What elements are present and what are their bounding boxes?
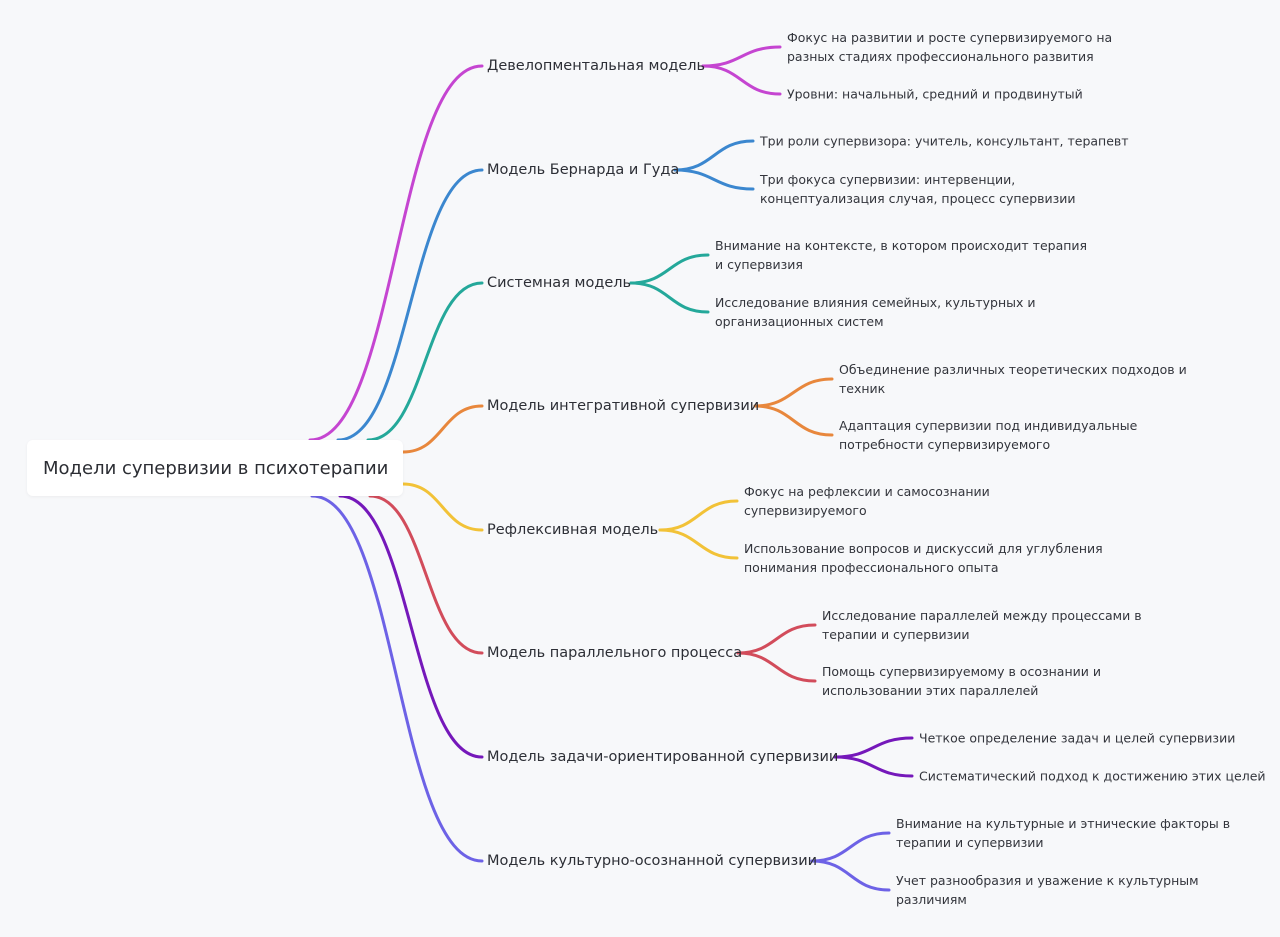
leaf-connector: [833, 755, 914, 778]
leaf-node[interactable]: Фокус на развитии и росте супервизируемо…: [787, 28, 1112, 66]
leaf-connector: [629, 253, 710, 285]
leaf-node[interactable]: Адаптация супервизии под индивидуальные п…: [839, 416, 1137, 454]
leaf-node[interactable]: Внимание на контексте, в котором происхо…: [715, 236, 1087, 274]
root-connector: [336, 168, 484, 442]
leaf-text-line: техник: [839, 381, 886, 396]
branch-label[interactable]: Рефлексивная модель: [487, 522, 659, 538]
leaf-text-line: концептуализация случая, процесс суперви…: [760, 191, 1076, 206]
leaf-connector: [736, 651, 817, 683]
branch-label[interactable]: Модель Бернарда и Гуда: [487, 162, 680, 178]
leaf-text-line: различиям: [896, 892, 967, 907]
root-connector: [338, 494, 484, 759]
leaf-text-line: Три фокуса супервизии: интервенции,: [760, 172, 1016, 187]
leaf-text-line: Три роли супервизора: учитель, консульта…: [760, 133, 1129, 149]
root-connector: [366, 281, 484, 442]
leaf-connector: [658, 528, 739, 560]
branch-label[interactable]: Системная модель: [487, 275, 632, 291]
leaf-node[interactable]: Систематический подход к достижению этих…: [919, 767, 1266, 786]
leaf-text-line: Четкое определение задач и целей суперви…: [919, 730, 1236, 746]
leaf-text-line: потребности супервизируемого: [839, 437, 1051, 452]
leaf-connector: [701, 45, 782, 68]
leaf-node[interactable]: Внимание на культурные и этнические факт…: [896, 814, 1230, 852]
leaf-text-line: Исследование параллелей между процессами…: [822, 608, 1142, 623]
leaf-node[interactable]: Исследование влияния семейных, культурны…: [715, 293, 1036, 331]
leaf-connector: [753, 404, 834, 437]
leaf-connector: [629, 281, 710, 314]
leaf-text-line: Систематический подход к достижению этих…: [919, 768, 1266, 784]
leaf-node[interactable]: Учет разнообразия и уважение к культурны…: [896, 871, 1199, 909]
leaf-text-line: Использование вопросов и дискуссий для у…: [744, 541, 1103, 556]
leaf-node[interactable]: Уровни: начальный, средний и продвинутый: [787, 85, 1083, 104]
leaf-node[interactable]: Три роли супервизора: учитель, консульта…: [760, 132, 1129, 151]
leaf-text-line: использовании этих параллелей: [822, 683, 1039, 698]
leaf-text-line: Учет разнообразия и уважение к культурны…: [896, 873, 1199, 888]
leaf-text-line: Внимание на контексте, в котором происхо…: [715, 238, 1088, 253]
leaf-connector: [673, 168, 755, 191]
leaf-text-line: Уровни: начальный, средний и продвинутый: [787, 86, 1083, 102]
leaf-text-line: и супервизия: [715, 257, 803, 272]
leaf-connector: [833, 736, 914, 759]
leaf-text-line: Фокус на рефлексии и самосознании: [744, 484, 990, 499]
branch-label[interactable]: Модель задачи-ориентированной супервизии: [487, 749, 839, 765]
leaf-node[interactable]: Помощь супервизируемому в осознании и исп…: [822, 662, 1101, 700]
leaf-node[interactable]: Использование вопросов и дискуссий для у…: [744, 539, 1103, 577]
leaf-connector: [810, 859, 891, 892]
leaf-node[interactable]: Четкое определение задач и целей суперви…: [919, 729, 1235, 748]
root-connector: [401, 404, 484, 454]
branch-label[interactable]: Девелопментальная модель: [487, 58, 706, 74]
leaf-node[interactable]: Три фокуса супервизии: интервенции, конце…: [760, 170, 1076, 208]
leaf-text-line: терапии и супервизии: [896, 835, 1044, 850]
root-connector: [308, 64, 484, 442]
leaf-text-line: Помощь супервизируемому в осознании и: [822, 664, 1101, 679]
leaf-connector: [810, 831, 891, 863]
branch-label[interactable]: Модель интегративной супервизии: [487, 398, 760, 414]
leaf-text-line: Объединение различных теоретических подх…: [839, 362, 1187, 377]
leaf-node[interactable]: Фокус на рефлексии и самосознании суперви…: [744, 482, 990, 520]
leaf-connector: [673, 139, 755, 172]
leaf-text-line: понимания профессионального опыта: [744, 560, 999, 575]
leaf-connector: [701, 64, 782, 96]
leaf-connector: [736, 623, 817, 655]
leaf-text-line: организационных систем: [715, 314, 884, 329]
root-connector: [401, 482, 484, 532]
leaf-node[interactable]: Объединение различных теоретических подх…: [839, 360, 1187, 398]
leaf-connector: [658, 499, 739, 532]
leaf-text-line: разных стадиях профессионального развити…: [787, 49, 1094, 64]
leaf-text-line: терапии и супервизии: [822, 627, 970, 642]
leaf-text-line: Внимание на культурные и этнические факт…: [896, 816, 1231, 831]
leaf-text-line: Адаптация супервизии под индивидуальные: [839, 418, 1138, 433]
branch-label[interactable]: Модель параллельного процесса: [487, 645, 743, 661]
leaf-text-line: Фокус на развитии и росте супервизируемо…: [787, 30, 1113, 45]
leaf-node[interactable]: Исследование параллелей между процессами…: [822, 606, 1142, 644]
branch-label[interactable]: Модель культурно-осознанной супервизии: [487, 853, 818, 869]
leaf-text-line: Исследование влияния семейных, культурны…: [715, 295, 1036, 310]
root-title: Модели супервизии в психотерапии: [43, 457, 389, 479]
root-connector: [368, 494, 484, 655]
root-connector: [310, 494, 484, 863]
root-node[interactable]: Модели супервизии в психотерапии: [27, 440, 403, 496]
leaf-connector: [753, 377, 834, 408]
leaf-text-line: супервизируемого: [744, 503, 867, 518]
